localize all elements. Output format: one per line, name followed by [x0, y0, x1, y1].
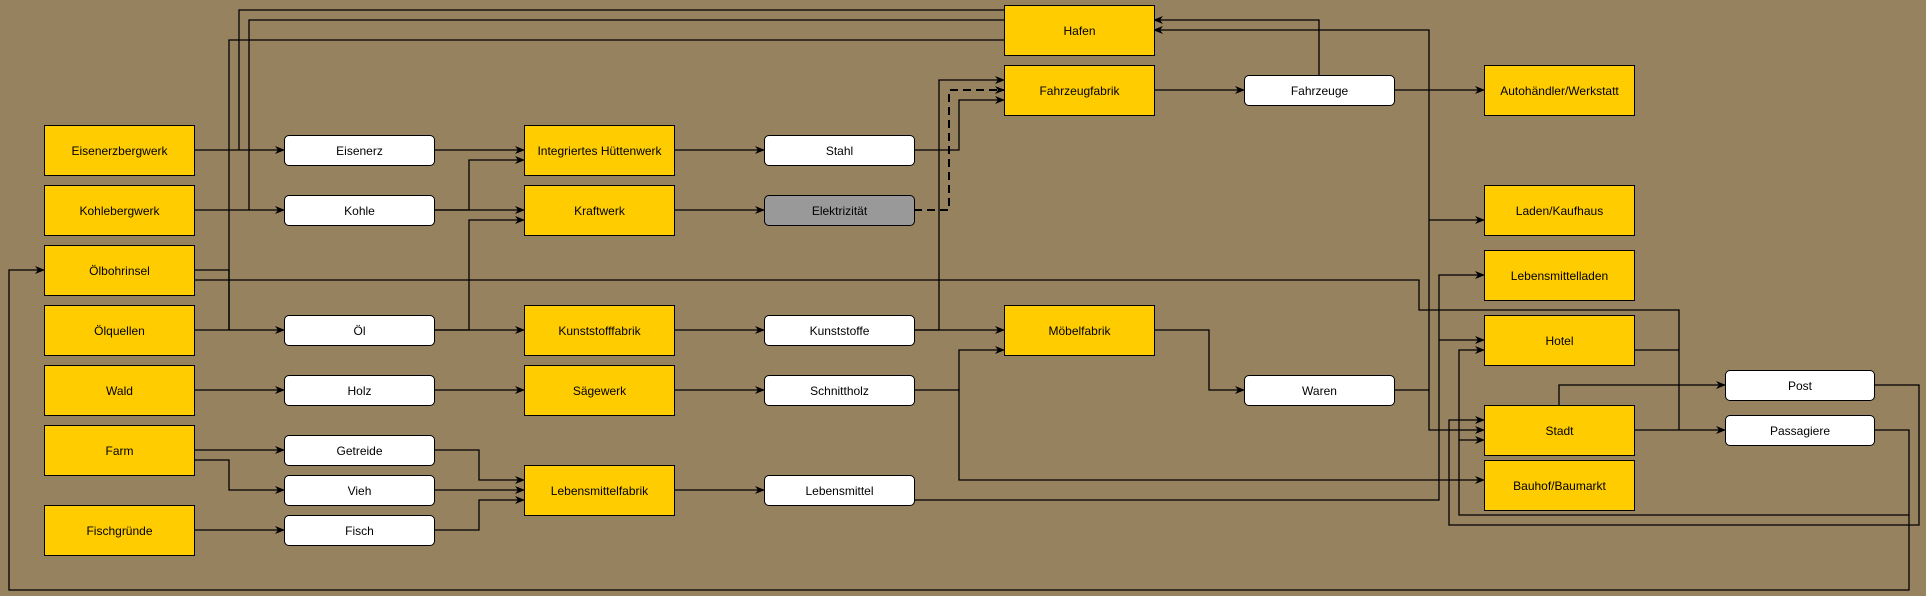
edge-moebelfabrik-waren [1154, 329, 1245, 394]
node-lebensmittel[interactable]: Lebensmittel [764, 475, 915, 506]
edge-waren-stadt [1428, 390, 1485, 434]
edge-farm-vieh [194, 459, 285, 494]
node-vieh[interactable]: Vieh [284, 475, 435, 506]
node-oelbohrinsel[interactable]: Ölbohrinsel [44, 245, 195, 296]
edge-oelbohrinsel-oel [194, 269, 230, 330]
edge-waren-hafen [1153, 26, 1430, 391]
node-saegewerk[interactable]: Sägewerk [524, 365, 675, 416]
edge-oelbohrinsel-passagiere [194, 279, 1680, 430]
edge-oel-kraftwerk [434, 216, 525, 331]
node-eisenerzbergwerk[interactable]: Eisenerzbergwerk [44, 125, 195, 176]
node-hotel[interactable]: Hotel [1484, 315, 1635, 366]
edge-passagiere-hotel [1458, 346, 1910, 516]
node-oel[interactable]: Öl [284, 315, 435, 346]
node-passagiere[interactable]: Passagiere [1725, 415, 1875, 446]
node-moebelfabrik[interactable]: Möbelfabrik [1004, 305, 1155, 356]
node-fischgruende[interactable]: Fischgründe [44, 505, 195, 556]
node-kunststofffabrik[interactable]: Kunststofffabrik [524, 305, 675, 356]
node-getreide[interactable]: Getreide [284, 435, 435, 466]
edge-stadt-post [1558, 381, 1726, 405]
node-stahl[interactable]: Stahl [764, 135, 915, 166]
node-hafen[interactable]: Hafen [1004, 5, 1155, 56]
node-fahrzeugfabrik[interactable]: Fahrzeugfabrik [1004, 65, 1155, 116]
node-elektrizitaet[interactable]: Elektrizität [764, 195, 915, 226]
edge-oel-hafen [228, 39, 1004, 330]
edge-passagiere-oelbohrinsel [8, 266, 1910, 591]
node-autohaendler[interactable]: Autohändler/Werkstatt [1484, 65, 1635, 116]
node-eisenerz[interactable]: Eisenerz [284, 135, 435, 166]
node-fahrzeuge[interactable]: Fahrzeuge [1244, 75, 1395, 106]
node-holz[interactable]: Holz [284, 375, 435, 406]
edge-eisenerz-hafen [238, 9, 1004, 150]
node-wald[interactable]: Wald [44, 365, 195, 416]
edge-fisch-lebensmittelfabrik [434, 496, 525, 531]
node-oelquellen[interactable]: Ölquellen [44, 305, 195, 356]
node-laden[interactable]: Laden/Kaufhaus [1484, 185, 1635, 236]
node-bauhof[interactable]: Bauhof/Baumarkt [1484, 460, 1635, 511]
node-waren[interactable]: Waren [1244, 375, 1395, 406]
edge-fahrzeuge-hafen [1153, 16, 1320, 75]
node-kohle[interactable]: Kohle [284, 195, 435, 226]
node-post[interactable]: Post [1725, 370, 1875, 401]
node-lebensmittelladen[interactable]: Lebensmittelladen [1484, 250, 1635, 301]
node-fisch[interactable]: Fisch [284, 515, 435, 546]
edge-getreide-lebensmittelfabrik [434, 449, 525, 484]
edge-stahl-fahrzeugfabrik [914, 96, 1005, 151]
edge-kohle-hafen [248, 19, 1004, 210]
node-lebensmittelfabrik[interactable]: Lebensmittelfabrik [524, 465, 675, 516]
node-kohlebergwerk[interactable]: Kohlebergwerk [44, 185, 195, 236]
edge-post-stadt [1448, 384, 1920, 526]
node-kunststoffe[interactable]: Kunststoffe [764, 315, 915, 346]
node-huettenwerk[interactable]: Integriertes Hüttenwerk [524, 125, 675, 176]
edge-schnittholz-moebelfabrik [914, 346, 1005, 391]
node-stadt[interactable]: Stadt [1484, 405, 1635, 456]
edge-lebensmittel-lebensmittelladen [914, 271, 1485, 501]
edge-kohle-huettenwerk [434, 156, 525, 211]
edge-schnittholz-bauhof [958, 390, 1485, 484]
node-farm[interactable]: Farm [44, 425, 195, 476]
node-kraftwerk[interactable]: Kraftwerk [524, 185, 675, 236]
node-schnittholz[interactable]: Schnittholz [764, 375, 915, 406]
